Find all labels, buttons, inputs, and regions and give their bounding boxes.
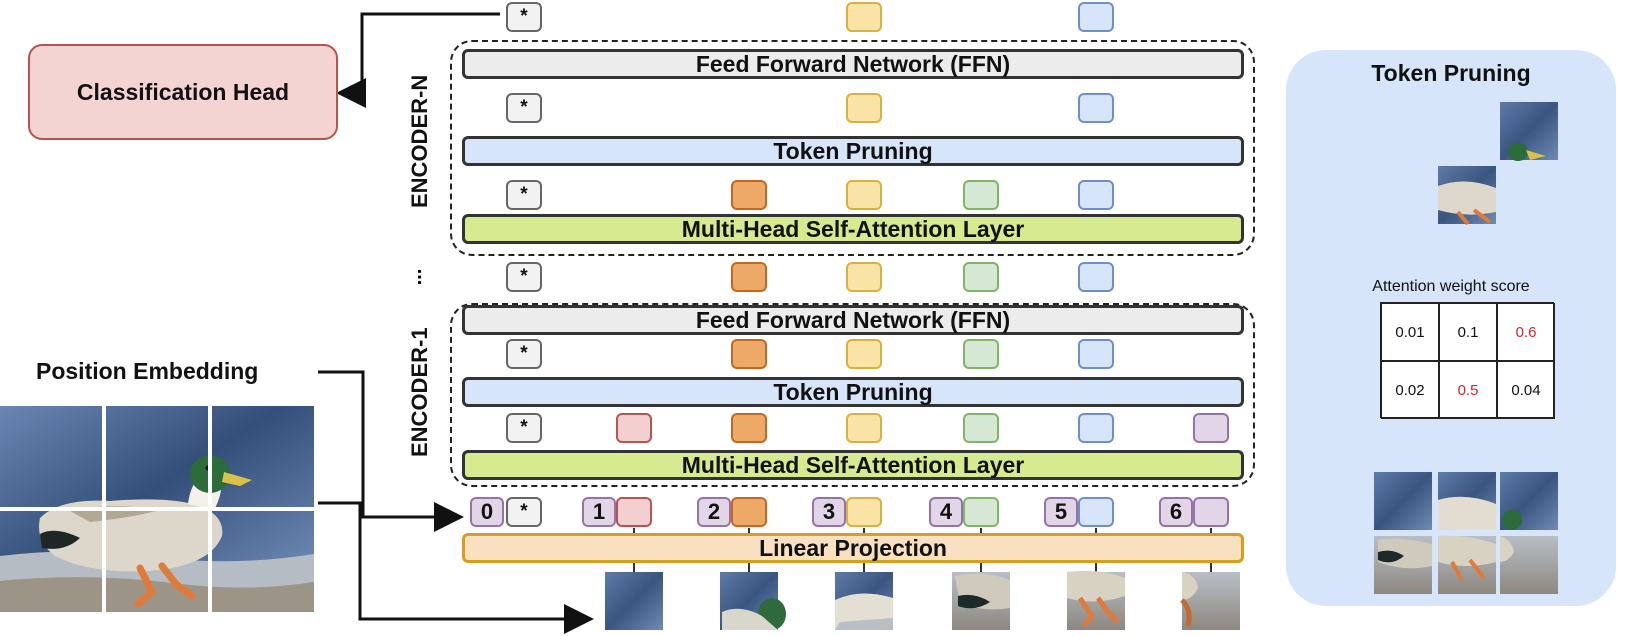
mhsa-label: Multi-Head Self-Attention Layer: [681, 215, 1025, 242]
classification-head: Classification Head: [28, 44, 338, 140]
cls-symbol: *: [520, 343, 528, 364]
score-cell-highlight: 0.5: [1439, 361, 1497, 419]
token-pruning-layer-1: Token Pruning: [462, 377, 1244, 407]
token-pruning-label: Token Pruning: [773, 378, 933, 405]
image-patches-arrow: [318, 501, 594, 634]
position-embedding-label: Position Embedding: [36, 358, 259, 384]
encoder-n-block: [450, 40, 1255, 256]
position-index: 6: [1159, 497, 1193, 527]
score-cell: 0.01: [1381, 303, 1439, 361]
position-embedding-arrow: [318, 370, 464, 532]
cls-token: *: [506, 180, 542, 210]
score-cell-highlight: 0.6: [1497, 303, 1555, 361]
token-blue: [1078, 339, 1114, 369]
token-blue: [1078, 413, 1114, 443]
position-index: 5: [1044, 497, 1078, 527]
cls-symbol: *: [520, 6, 528, 27]
cls-token: *: [506, 339, 542, 369]
cls-symbol: *: [520, 184, 528, 205]
mhsa-layer-1: Multi-Head Self-Attention Layer: [462, 450, 1244, 480]
cls-token: *: [506, 93, 542, 123]
token-blue: [1078, 497, 1114, 527]
encoder-1-block: [450, 303, 1255, 487]
cls-symbol: *: [520, 266, 528, 287]
patch-image: [605, 572, 663, 630]
token-orange: [731, 413, 767, 443]
patch-image: [1067, 570, 1125, 630]
ffn-label: Feed Forward Network (FFN): [695, 50, 1011, 77]
token-orange: [731, 497, 767, 527]
score-cell: 0.04: [1497, 361, 1555, 419]
cls-symbol: *: [520, 417, 528, 438]
token-orange: [731, 262, 767, 292]
token-pruning-layer-n: Token Pruning: [462, 136, 1244, 166]
linear-projection-layer: Linear Projection: [462, 533, 1244, 563]
token-red: [616, 497, 652, 527]
kept-patch-image: [1500, 102, 1558, 161]
attention-score-label: Attention weight score: [1372, 278, 1530, 295]
kept-patch-image: [1438, 166, 1496, 226]
position-index: 4: [929, 497, 963, 527]
mhsa-layer-n: Multi-Head Self-Attention Layer: [462, 214, 1244, 244]
cls-token: *: [506, 497, 542, 527]
token-purple: [1193, 497, 1229, 527]
token-yellow: [846, 497, 882, 527]
cls-to-head-arrow: [336, 12, 500, 108]
classification-head-label: Classification Head: [76, 78, 290, 105]
patch-image: [835, 572, 893, 630]
token-blue: [1078, 93, 1114, 123]
token-blue: [1078, 180, 1114, 210]
ffn-layer-1: Feed Forward Network (FFN): [462, 305, 1244, 335]
token-yellow: [846, 339, 882, 369]
position-index: 1: [582, 497, 616, 527]
token-red: [616, 413, 652, 443]
patch-image: [1180, 572, 1240, 630]
token-yellow: [846, 262, 882, 292]
panel-title: Token Pruning: [1371, 60, 1531, 86]
token-yellow: [846, 413, 882, 443]
position-index: 0: [470, 497, 504, 527]
cls-token: *: [506, 2, 542, 32]
token-orange: [731, 180, 767, 210]
cls-token: *: [506, 413, 542, 443]
token-blue: [1078, 262, 1114, 292]
score-cell: 0.02: [1381, 361, 1439, 419]
cls-token: *: [506, 262, 542, 292]
ffn-layer-n: Feed Forward Network (FFN): [462, 49, 1244, 79]
token-yellow: [846, 180, 882, 210]
token-yellow: [846, 93, 882, 123]
token-green: [963, 339, 999, 369]
mhsa-label: Multi-Head Self-Attention Layer: [681, 451, 1025, 478]
token-green: [963, 413, 999, 443]
patch-image: [720, 572, 786, 630]
token-green: [963, 262, 999, 292]
score-cell: 0.1: [1439, 303, 1497, 361]
token-orange: [731, 339, 767, 369]
input-image: [0, 406, 314, 612]
position-index: 2: [697, 497, 731, 527]
patch-image: [952, 572, 1010, 630]
token-purple: [1193, 413, 1229, 443]
input-patch-grid: [1374, 472, 1558, 594]
token-pruning-label: Token Pruning: [773, 137, 933, 164]
cls-symbol: *: [520, 501, 528, 522]
token-green: [963, 497, 999, 527]
position-index: 3: [812, 497, 846, 527]
attention-score-table: 0.01 0.1 0.6 0.02 0.5 0.04: [1380, 302, 1555, 419]
cls-symbol: *: [520, 97, 528, 118]
linear-projection-label: Linear Projection: [759, 534, 947, 561]
token-yellow: [846, 2, 882, 32]
token-green: [963, 180, 999, 210]
ffn-label: Feed Forward Network (FFN): [695, 306, 1011, 333]
token-blue: [1078, 2, 1114, 32]
